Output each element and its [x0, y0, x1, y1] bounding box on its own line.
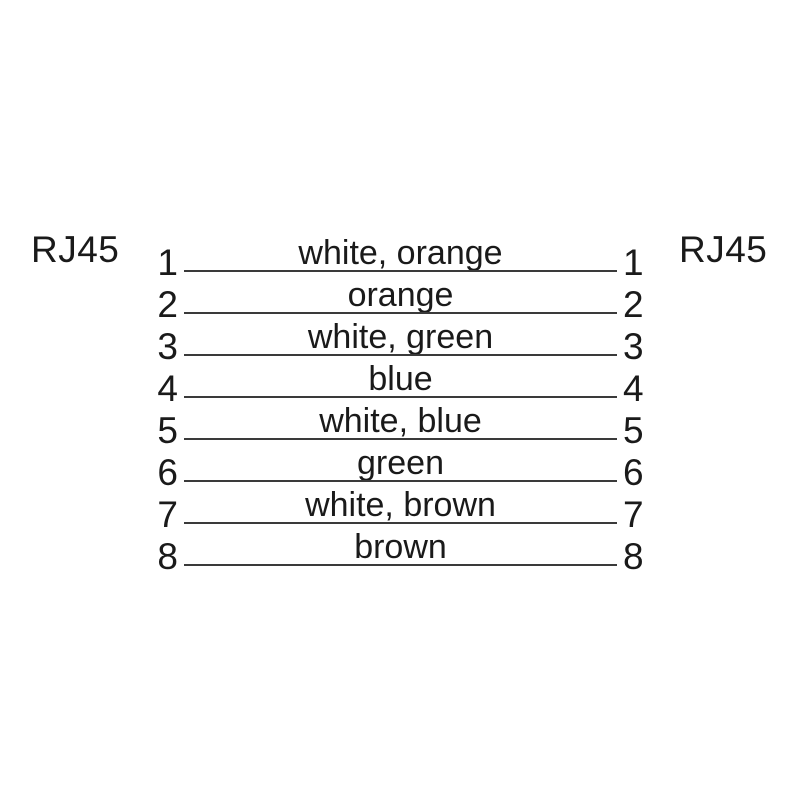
wire-row-5: 5 white, blue 5: [0, 398, 800, 449]
pin-number-left-8: 8: [157, 536, 178, 577]
wire-color-label-4: blue: [368, 360, 433, 398]
wire-row-4: 4 blue 4: [0, 356, 800, 407]
wire-color-label-8: brown: [354, 528, 447, 566]
pin-number-right-8: 8: [623, 536, 644, 577]
wire-row-1: 1 white, orange 1: [0, 230, 800, 281]
wire-row-3: 3 white, green 3: [0, 314, 800, 365]
pin-number-right-2: 2: [623, 284, 644, 325]
wire-color-label-5: white, blue: [319, 402, 482, 440]
pin-number-right-3: 3: [623, 326, 644, 367]
pin-number-left-3: 3: [157, 326, 178, 367]
pin-number-left-6: 6: [157, 452, 178, 493]
connector-label-right: RJ45: [679, 229, 768, 270]
wire-line-4: [184, 396, 617, 398]
pin-number-right-7: 7: [623, 494, 644, 535]
pin-number-left-5: 5: [157, 410, 178, 451]
wire-row-7: 7 white, brown 7: [0, 482, 800, 533]
wire-line-8: [184, 564, 617, 566]
wire-line-7: [184, 522, 617, 524]
wire-row-2: 2 orange 2: [0, 272, 800, 323]
wire-color-label-6: green: [357, 444, 444, 482]
pin-number-left-1: 1: [157, 242, 178, 283]
pin-number-right-4: 4: [623, 368, 644, 409]
wire-color-label-2: orange: [347, 276, 454, 314]
pin-number-left-7: 7: [157, 494, 178, 535]
wire-line-5: [184, 438, 617, 440]
pin-number-left-2: 2: [157, 284, 178, 325]
pin-number-left-4: 4: [157, 368, 178, 409]
wire-color-label-7: white, brown: [305, 486, 496, 524]
pin-number-right-1: 1: [623, 242, 644, 283]
wire-line-3: [184, 354, 617, 356]
pin-number-right-6: 6: [623, 452, 644, 493]
wire-line-1: [184, 270, 617, 272]
pin-number-right-5: 5: [623, 410, 644, 451]
connector-label-left: RJ45: [31, 229, 120, 270]
wire-line-6: [184, 480, 617, 482]
wire-row-6: 6 green 6: [0, 440, 800, 491]
wire-color-label-1: white, orange: [298, 234, 503, 272]
wire-row-8: 8 brown 8: [0, 524, 800, 575]
wire-color-label-3: white, green: [307, 318, 494, 356]
wire-line-2: [184, 312, 617, 314]
